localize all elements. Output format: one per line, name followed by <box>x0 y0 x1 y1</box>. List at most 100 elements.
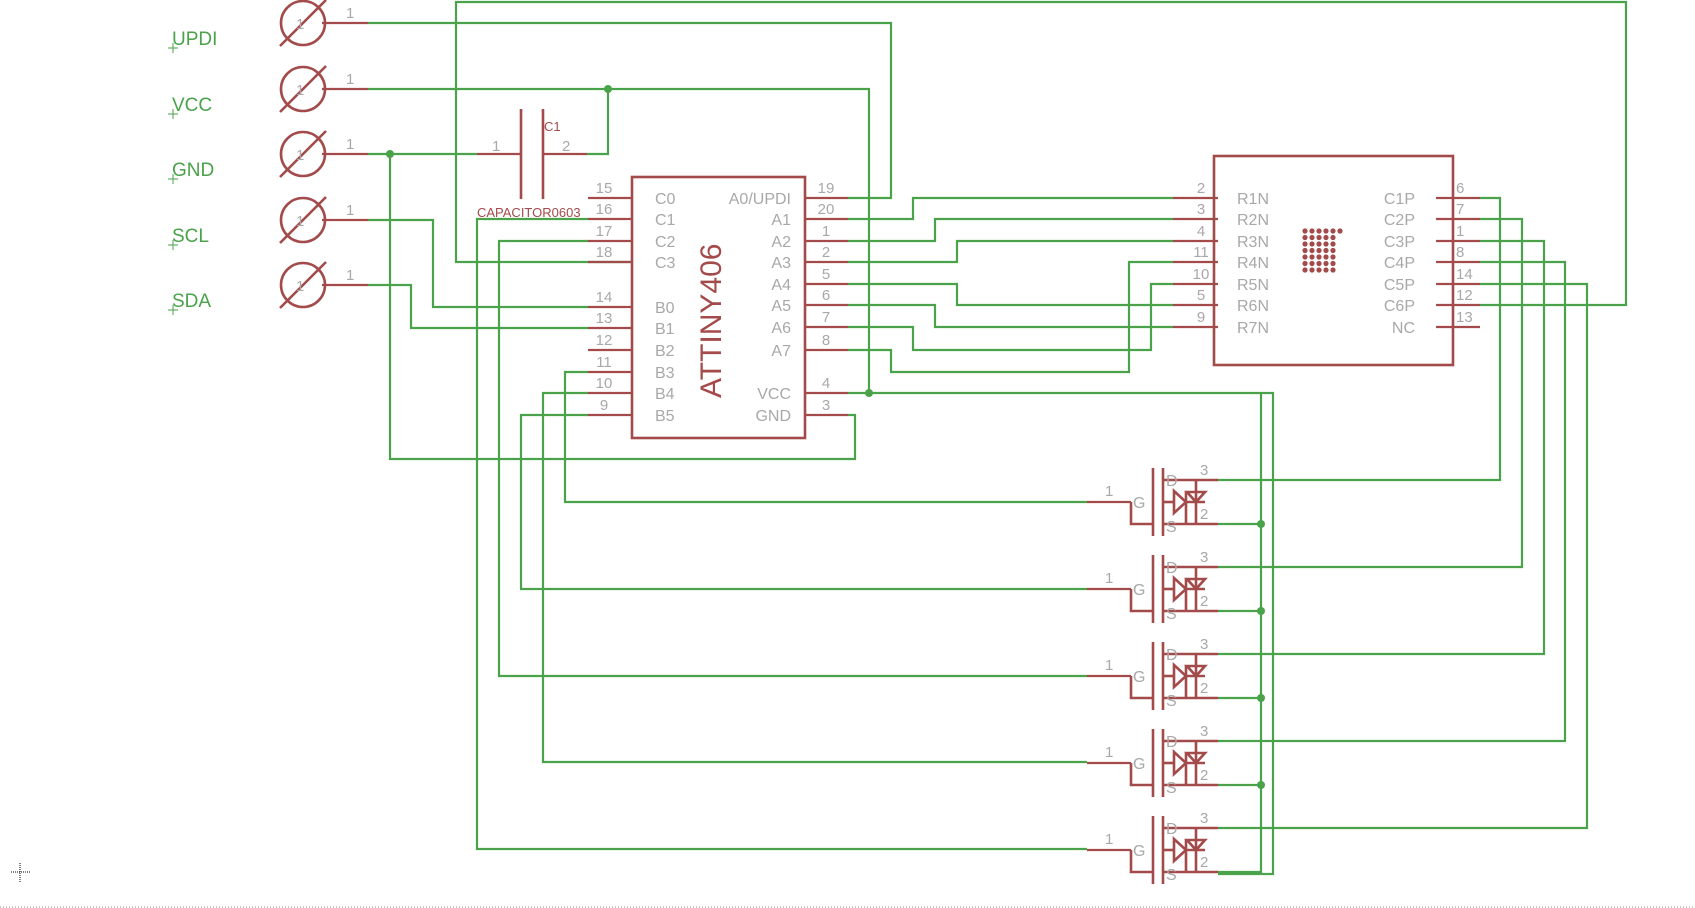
matrix-pin-number: 13 <box>1456 309 1473 326</box>
matrix-led-dot-icon <box>1309 267 1315 273</box>
wire-vcc-cap[interactable] <box>587 89 610 156</box>
mcu-pin-name: C0 <box>655 191 676 208</box>
matrix-pin-number: 9 <box>1197 309 1205 326</box>
mosfet-gate-number: 1 <box>1105 831 1113 848</box>
mosfet-source-number: 2 <box>1200 767 1208 784</box>
mcu-pin-name: A7 <box>771 343 791 360</box>
matrix-led-dot-icon <box>1330 241 1336 247</box>
matrix-pin-number: 14 <box>1456 266 1473 283</box>
mosfet-gate-lead <box>1129 589 1153 613</box>
matrix-led-dot-icon <box>1316 228 1322 234</box>
matrix-pin-name: C2P <box>1384 212 1415 229</box>
matrix-pin-name: C6P <box>1384 298 1415 315</box>
mosfet-drain-label: D <box>1166 647 1178 664</box>
mcu-pin-number: 7 <box>822 309 830 326</box>
wire-a6-r5n[interactable] <box>848 282 1173 352</box>
mcu-pin-number: 20 <box>818 201 835 218</box>
wire-a7-r4n[interactable] <box>848 260 1173 374</box>
net-label-updi: UPDI <box>172 29 217 50</box>
matrix-pin-name: C5P <box>1384 277 1415 294</box>
matrix-pin-number: 8 <box>1456 244 1464 261</box>
mcu-pin-name: B2 <box>655 343 675 360</box>
mcu-pin-number: 3 <box>822 397 830 414</box>
wire-c2p-drain2[interactable] <box>1218 217 1524 569</box>
matrix-led-dot-icon <box>1337 228 1343 234</box>
wire-c5p-drain5[interactable] <box>1218 282 1589 830</box>
mcu-attiny406[interactable]: ATTINY406 15C016C117C218C314B013B112B211… <box>588 175 848 440</box>
mcu-pin-name: B1 <box>655 321 675 338</box>
capacitor-c1[interactable]: 1 2 C1 CAPACITOR0603 <box>477 109 587 220</box>
wire-c2-gate3[interactable] <box>497 239 1087 678</box>
wire-c1-gate5[interactable] <box>475 217 1087 851</box>
wire-vcc[interactable] <box>368 87 1275 876</box>
matrix-led-dot-icon <box>1302 234 1308 241</box>
wire-a3-r3n[interactable] <box>848 239 1173 264</box>
matrix-led-dot-icon <box>1323 267 1329 273</box>
junction-dot <box>1257 607 1265 615</box>
wire-a2-r2n[interactable] <box>848 217 1173 243</box>
mcu-pin-name: C3 <box>655 255 676 272</box>
net-label-sda: SDA <box>172 291 211 312</box>
mosfet-source-number: 2 <box>1200 680 1208 697</box>
wire-a4-r6n[interactable] <box>848 282 1173 307</box>
led-matrix[interactable]: 2R1N3R2N4R3N11R4N10R5N5R6N9R7N6C1P7C2P1C… <box>1173 154 1480 367</box>
matrix-pin-name: R5N <box>1237 277 1269 294</box>
wire-b5-gate2[interactable] <box>519 413 1087 591</box>
mcu-pin-number: 17 <box>596 223 613 240</box>
mosfet-gate-label: G <box>1133 495 1145 512</box>
connector-inner-number: 1 <box>296 278 304 295</box>
wire-a5-r7n[interactable] <box>848 303 1173 329</box>
matrix-led-dot-icon <box>1330 267 1336 273</box>
connector-inner-number: 1 <box>296 147 304 164</box>
mosfet-drain-number: 3 <box>1200 636 1208 653</box>
wire-b3-gate1[interactable] <box>563 370 1087 504</box>
matrix-led-dot-icon <box>1309 228 1315 234</box>
wire-b4-gate4[interactable] <box>541 391 1087 764</box>
mosfet-source-label: S <box>1166 606 1177 623</box>
matrix-led-dot-icon <box>1316 254 1322 260</box>
mosfet-arrow-icon <box>1172 749 1188 777</box>
wire-a1-r1n[interactable] <box>848 196 1173 221</box>
matrix-pin-name: R4N <box>1237 255 1269 272</box>
mcu-pin-number: 1 <box>822 223 830 240</box>
mcu-pin-name: C2 <box>655 234 676 251</box>
mcu-pin-name: C1 <box>655 212 676 229</box>
mcu-pin-number: 12 <box>596 332 613 349</box>
connector-slash <box>279 196 327 244</box>
matrix-led-dot-icon <box>1330 247 1336 254</box>
mcu-pin-number: 5 <box>822 266 830 283</box>
wire-c1p-drain1[interactable] <box>1218 196 1502 482</box>
connector-inner-number: 1 <box>296 16 304 33</box>
wire-c3p-drain3[interactable] <box>1218 239 1546 656</box>
matrix-dot-grid <box>1302 228 1343 273</box>
wire-updi[interactable] <box>368 21 893 200</box>
mosfet-drain-label: D <box>1166 560 1178 577</box>
matrix-pin-number: 5 <box>1197 287 1205 304</box>
matrix-led-dot-icon <box>1302 241 1308 247</box>
matrix-led-dot-icon <box>1309 260 1315 267</box>
mcu-pin-number: 19 <box>818 180 835 197</box>
wire-scl[interactable] <box>368 218 588 309</box>
mosfet-body-diode-icon <box>1184 838 1208 852</box>
matrix-led-dot-icon <box>1302 267 1308 273</box>
matrix-pin-number: 4 <box>1197 223 1205 240</box>
wire-gnd-loop[interactable] <box>388 154 857 461</box>
mosfet-arrow-icon <box>1172 662 1188 690</box>
wire-c4p-drain4[interactable] <box>1218 260 1567 743</box>
matrix-led-dot-icon <box>1323 254 1329 260</box>
matrix-led-dot-icon <box>1330 228 1336 234</box>
matrix-led-dot-icon <box>1309 254 1315 260</box>
wire-c3-top-loop[interactable] <box>454 0 1628 307</box>
